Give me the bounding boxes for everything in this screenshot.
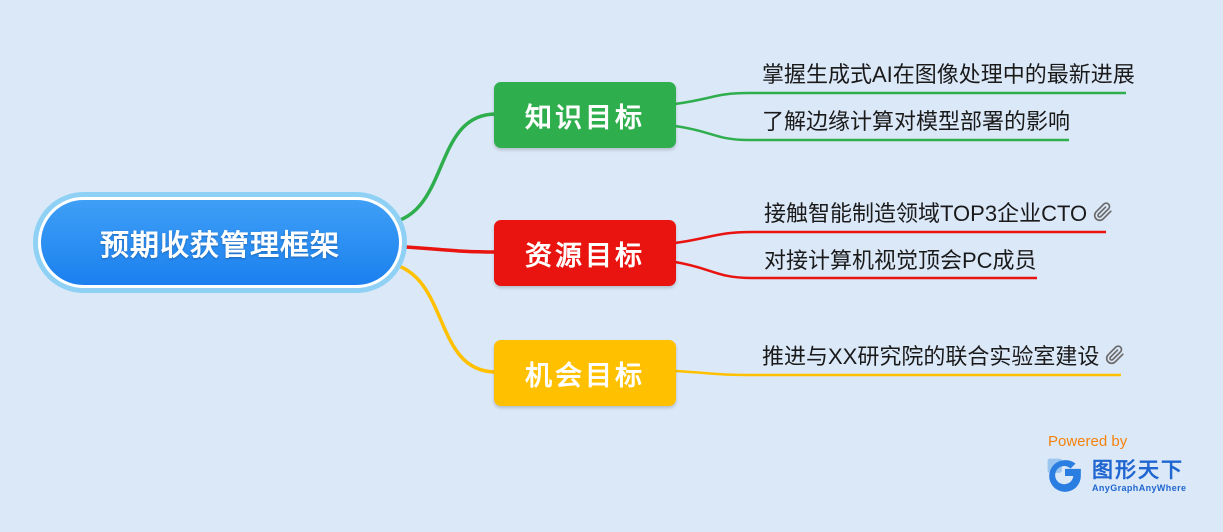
branch-node-knowledge[interactable]: 知识目标: [494, 82, 676, 148]
brand-logo-link[interactable]: 图形天下 AnyGraphAnyWhere: [1046, 457, 1186, 495]
central-node[interactable]: 预期收获管理框架: [38, 197, 402, 288]
leaf-node-label: 对接计算机视觉顶会PC成员: [764, 248, 1037, 273]
leaf-node[interactable]: 掌握生成式AI在图像处理中的最新进展: [762, 57, 1135, 89]
leaf-node-label: 推进与XX研究院的联合实验室建设: [762, 344, 1100, 369]
brand-text: 图形天下 AnyGraphAnyWhere: [1092, 460, 1186, 493]
connector-central-resource: [389, 244, 497, 254]
connector-knowledge-leaf-2: [674, 124, 1069, 142]
connector-opportunity-leaf-1: [674, 369, 1121, 377]
branch-node-label: 知识目标: [525, 102, 645, 133]
brand-logo-icon: [1046, 457, 1084, 495]
leaf-node[interactable]: 对接计算机视觉顶会PC成员: [764, 243, 1037, 275]
brand-subtitle: AnyGraphAnyWhere: [1092, 482, 1187, 493]
connector-central-knowledge: [381, 112, 497, 226]
connector-resource-leaf-2: [674, 260, 1037, 280]
connector-knowledge-leaf-1: [674, 91, 1126, 106]
leaf-node-label: 掌握生成式AI在图像处理中的最新进展: [762, 62, 1135, 87]
leaf-node[interactable]: 接触智能制造领域TOP3企业CTO: [764, 196, 1113, 228]
paperclip-icon[interactable]: [1093, 202, 1113, 222]
connector-resource-leaf-1: [674, 230, 1106, 245]
leaf-node-label: 了解边缘计算对模型部署的影响: [762, 109, 1071, 134]
central-node-label: 预期收获管理框架: [99, 229, 340, 262]
connector-central-opportunity: [381, 260, 497, 374]
leaf-node[interactable]: 了解边缘计算对模型部署的影响: [762, 104, 1070, 136]
brand-name: 图形天下: [1092, 458, 1184, 482]
branch-node-label: 机会目标: [525, 360, 645, 391]
leaf-node-label: 接触智能制造领域TOP3企业CTO: [764, 201, 1088, 226]
branch-node-resource[interactable]: 资源目标: [494, 220, 676, 286]
leaf-node[interactable]: 推进与XX研究院的联合实验室建设: [762, 339, 1125, 371]
powered-by-text: Powered by: [1048, 433, 1128, 450]
paperclip-icon[interactable]: [1105, 345, 1125, 365]
branch-node-opportunity[interactable]: 机会目标: [494, 340, 676, 406]
branch-node-label: 资源目标: [525, 240, 645, 271]
